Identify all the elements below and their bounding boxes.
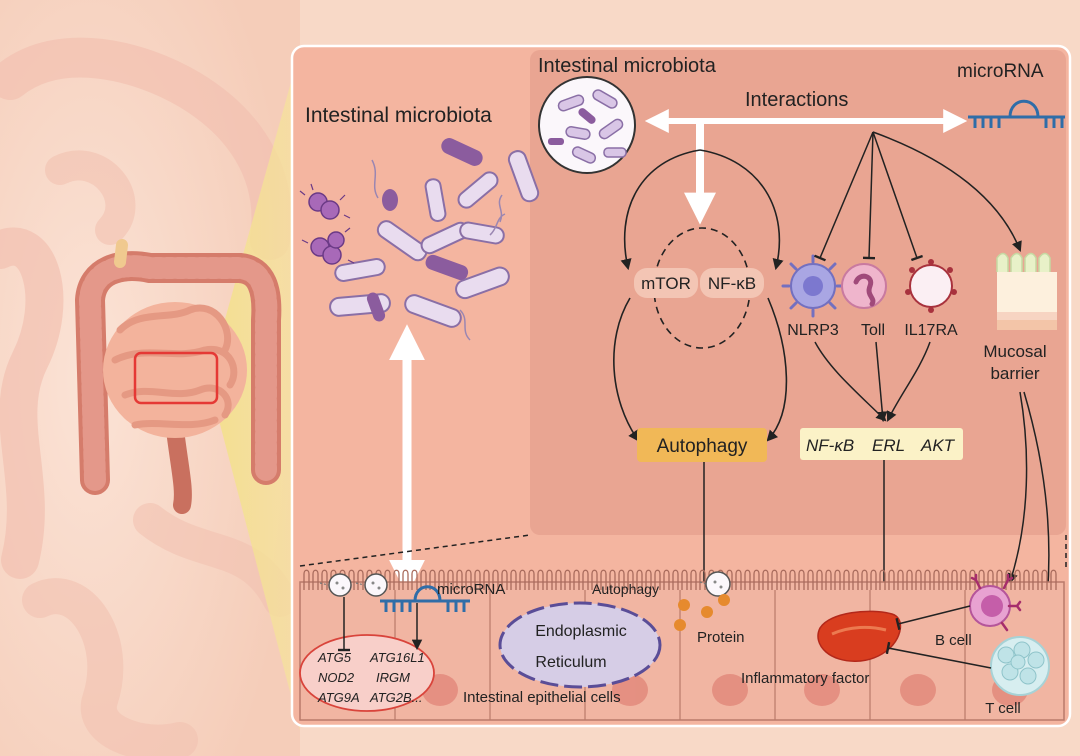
barrier-label: barrier [990, 364, 1039, 383]
protein-label: Protein [697, 629, 745, 646]
t-cell-label: T cell [985, 700, 1021, 717]
pathway-converge-lines [814, 341, 931, 423]
microrna-bottom-icon [380, 585, 470, 612]
autophagosome-icons [319, 571, 731, 597]
il17ra-label: IL17RA [904, 322, 958, 339]
endoplasmic-label: Endoplasmic [535, 623, 627, 640]
mucosal-label: Mucosal [983, 342, 1046, 361]
receptor-inhibition-lines [814, 131, 1022, 262]
intestine-illustration [0, 0, 300, 756]
nfkb-hub-label: NF-κB [708, 274, 756, 293]
il17ra-cell-icon [905, 259, 957, 313]
microbiota-circle-icon [538, 76, 636, 174]
atg16l1-label: ATG16L1 [369, 650, 425, 665]
nfkb-label: NF-κB [806, 436, 854, 455]
highlight-box [133, 351, 219, 405]
protein-dots-icon [674, 594, 730, 631]
endoplasmic-reticulum-icon [498, 601, 662, 689]
atg9a-label: ATG9A [317, 690, 360, 705]
toll-cell-icon [841, 263, 887, 309]
microrna-top-icon [968, 99, 1065, 128]
erl-label: ERL [872, 436, 905, 455]
inflammatory-factor-label: Inflammatory factor [741, 670, 869, 687]
epithelial-cells-label: Intestinal epithelial cells [463, 689, 621, 706]
mtor-box [634, 268, 698, 298]
b-cell-label: B cell [935, 632, 972, 649]
interactions-label: Interactions [745, 89, 848, 111]
nlrp3-label: NLRP3 [787, 322, 839, 339]
microbiota-top-title: Intestinal microbiota [538, 55, 717, 77]
mtor-label: mTOR [641, 274, 691, 293]
t-cell-icon [990, 636, 1050, 696]
nlrp3-cell-icon [781, 254, 845, 318]
atg2b-label: ATG2B... [369, 690, 423, 705]
atg5-label: ATG5 [317, 650, 352, 665]
autophagy-label: Autophagy [657, 436, 748, 457]
microrna-top-title: microRNA [957, 61, 1044, 82]
autophagy-box [637, 428, 767, 462]
bacteria-cluster-icon [299, 138, 540, 341]
autophagy-small-label: Autophagy [592, 581, 659, 597]
akt-label: AKT [920, 436, 956, 455]
nfkb-hub-box [700, 268, 764, 298]
toll-label: Toll [861, 322, 885, 339]
microrna-bottom-label: microRNA [437, 581, 505, 598]
pathway-box [800, 428, 963, 460]
reticulum-label: Reticulum [535, 654, 606, 671]
atg-gene-bubble [299, 634, 435, 712]
irgm-label: IRGM [376, 670, 410, 685]
mucosal-barrier-icon [996, 252, 1057, 330]
nod2-label: NOD2 [318, 670, 355, 685]
microbiota-left-title: Intestinal microbiota [305, 104, 492, 127]
bcell-inhibit-line [895, 605, 971, 631]
tcell-inhibit-line [885, 641, 992, 669]
hub-curves [613, 149, 788, 442]
